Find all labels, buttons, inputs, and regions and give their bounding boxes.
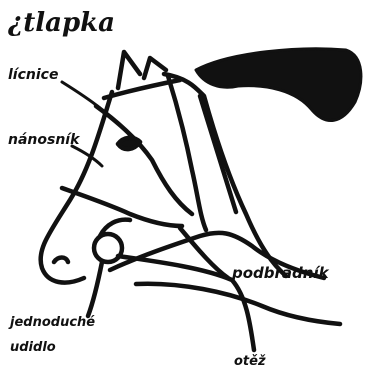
head-top-outline bbox=[41, 92, 112, 283]
pointer-licnice bbox=[62, 82, 100, 108]
nostril bbox=[54, 258, 68, 263]
cheekpiece-strap bbox=[96, 106, 192, 214]
label-simple: jednoduché bbox=[10, 316, 95, 329]
label-noseband: nánosník bbox=[8, 133, 79, 147]
label-bit: udidlo bbox=[10, 341, 56, 354]
bit-shank bbox=[88, 262, 102, 316]
label-chin-strap: podbradník bbox=[232, 266, 329, 281]
eye bbox=[118, 138, 140, 149]
page-title: ¿tlapka bbox=[8, 10, 115, 36]
mane bbox=[196, 49, 361, 121]
label-reins: otěž bbox=[234, 355, 266, 368]
label-cheekpiece: lícnice bbox=[8, 68, 58, 82]
ear-left bbox=[118, 52, 140, 88]
throat-latch bbox=[200, 96, 236, 212]
